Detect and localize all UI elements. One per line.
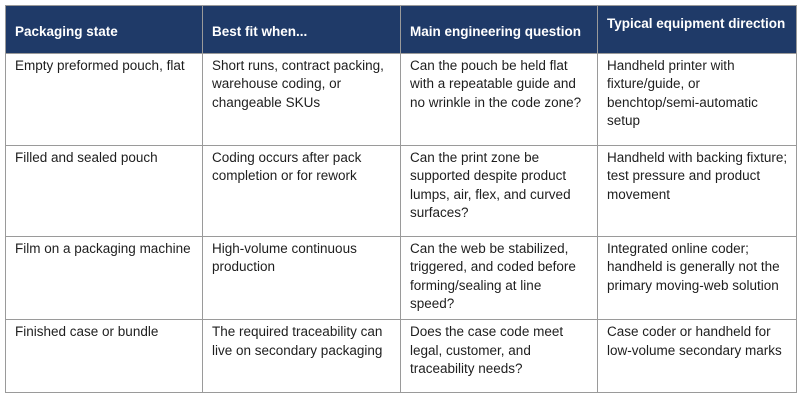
header-row: Packaging state Best fit when... Main en…: [5, 5, 797, 54]
cell-equipment-direction: Case coder or handheld for low-volume se…: [597, 319, 797, 393]
cell-best-fit-when: Short runs, contract packing, warehouse …: [202, 53, 401, 146]
table-body: Empty preformed pouch, flat Short runs, …: [5, 53, 797, 393]
comparison-table: Packaging state Best fit when... Main en…: [5, 5, 797, 393]
table-row: Finished case or bundle The required tra…: [5, 319, 797, 393]
cell-engineering-question: Can the pouch be held flat with a repeat…: [400, 53, 598, 146]
table-row: Film on a packaging machine High-volume …: [5, 235, 797, 321]
header-best-fit-when: Best fit when...: [202, 5, 401, 54]
cell-packaging-state: Finished case or bundle: [5, 319, 203, 393]
table-header: Packaging state Best fit when... Main en…: [5, 5, 797, 54]
cell-engineering-question: Can the web be stabilized, triggered, an…: [400, 235, 598, 321]
cell-equipment-direction: Handheld printer with fixture/guide, or …: [597, 53, 797, 146]
cell-engineering-question: Does the case code meet legal, customer,…: [400, 319, 598, 393]
header-typical-equipment-direction: Typical equipment direction: [597, 5, 797, 54]
cell-best-fit-when: Coding occurs after pack completion or f…: [202, 145, 401, 237]
cell-best-fit-when: High-volume continuous production: [202, 235, 401, 321]
cell-best-fit-when: The required traceability can live on se…: [202, 319, 401, 393]
header-packaging-state: Packaging state: [5, 5, 203, 54]
table-row: Empty preformed pouch, flat Short runs, …: [5, 53, 797, 146]
cell-packaging-state: Empty preformed pouch, flat: [5, 53, 203, 146]
table-row: Filled and sealed pouch Coding occurs af…: [5, 145, 797, 237]
cell-packaging-state: Filled and sealed pouch: [5, 145, 203, 237]
cell-equipment-direction: Integrated online coder; handheld is gen…: [597, 235, 797, 321]
cell-packaging-state: Film on a packaging machine: [5, 235, 203, 321]
cell-engineering-question: Can the print zone be supported despite …: [400, 145, 598, 237]
cell-equipment-direction: Handheld with backing fixture; test pres…: [597, 145, 797, 237]
header-main-engineering-question: Main engineering question: [400, 5, 598, 54]
